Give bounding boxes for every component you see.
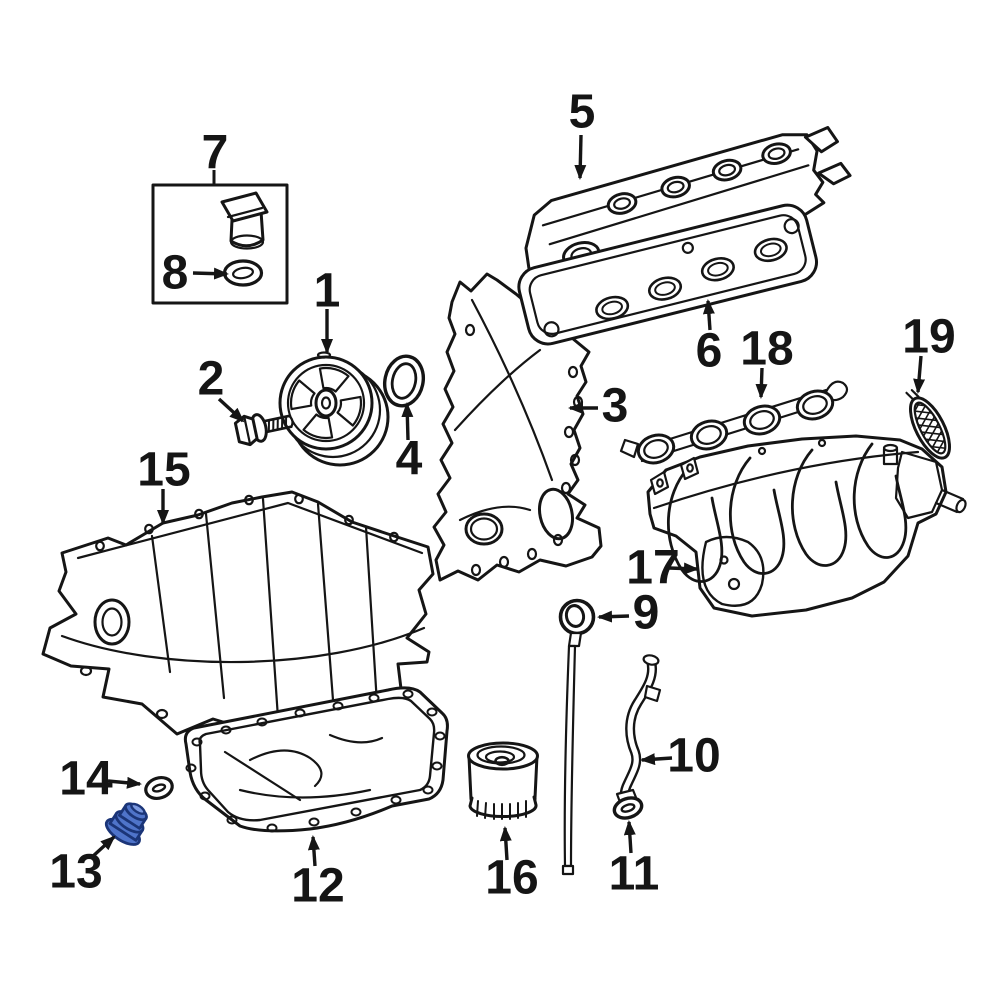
callout-label-16: 16 [485, 852, 538, 905]
callout-label-13: 13 [49, 846, 102, 899]
callout-label-11: 11 [609, 848, 660, 901]
callout-label-3: 3 [602, 380, 629, 433]
oil-pan-drawing [183, 686, 449, 833]
callout-label-17: 17 [626, 542, 679, 595]
callout-arrow-13 [90, 835, 116, 859]
callout-label-7: 7 [202, 127, 229, 180]
callout-label-9: 9 [633, 587, 660, 640]
callout-arrow-10 [640, 753, 673, 766]
callout-arrow-19 [913, 355, 926, 394]
callout-labels: 1 2 3 4 5 6 7 8 9 10 11 12 13 14 15 16 1… [49, 86, 955, 913]
oil-filter-drawing [467, 741, 539, 820]
valve-cover-gasket-drawing [517, 203, 818, 346]
callout-label-4: 4 [396, 433, 423, 486]
callout-arrow-9 [597, 610, 630, 623]
timing-cover-drawing [432, 272, 603, 582]
intake-manifold-drawing [646, 434, 967, 618]
engine-block-drawing [41, 490, 435, 736]
callout-label-18: 18 [740, 323, 793, 376]
callout-arrow-17 [668, 562, 699, 575]
throttle-gasket-drawing [905, 389, 952, 460]
callout-arrow-4 [401, 402, 414, 441]
callout-label-8: 8 [162, 247, 189, 300]
callout-arrow-18 [755, 367, 768, 399]
callout-label-15: 15 [137, 444, 190, 497]
intake-gasket-drawing [619, 380, 849, 465]
crankshaft-pulley-drawing [278, 351, 390, 467]
callout-arrow-11 [623, 820, 636, 854]
callout-label-5: 5 [569, 86, 596, 139]
tube-oring-drawing [612, 796, 644, 820]
crankshaft-seal-drawing [383, 354, 425, 408]
callout-label-10: 10 [667, 730, 720, 783]
callout-label-14: 14 [59, 753, 113, 806]
pulley-bolt-drawing [233, 413, 294, 447]
drain-plug-drawing [104, 802, 148, 846]
callout-label-19: 19 [902, 311, 955, 364]
drain-plug-gasket-drawing [144, 776, 174, 800]
callout-arrow-14 [107, 776, 142, 789]
callout-label-1: 1 [314, 265, 341, 318]
callout-arrow-12 [307, 835, 320, 867]
callout-label-6: 6 [696, 325, 723, 378]
callout-arrow-16 [499, 826, 512, 861]
cap-gasket-drawing [222, 259, 264, 287]
callout-arrows [90, 134, 926, 867]
callout-label-12: 12 [291, 860, 344, 913]
callout-arrow-2 [217, 397, 245, 423]
dipstick-drawing [558, 598, 596, 876]
callout-arrow-8 [192, 267, 229, 280]
callout-arrow-6 [702, 299, 715, 331]
callout-label-2: 2 [198, 353, 225, 406]
callout-arrow-5 [574, 134, 587, 180]
oil-filler-cap-drawing [220, 191, 269, 250]
